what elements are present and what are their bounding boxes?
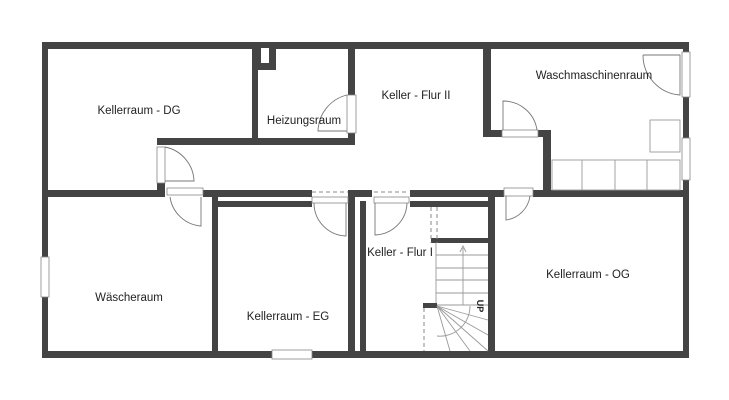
room-label-waescheraum: Wäscheraum [95, 292, 163, 304]
room-label-waschmaschinenraum: Waschmaschinenraum [536, 70, 653, 82]
staircase [423, 207, 489, 352]
door-kellerraum-og [503, 187, 534, 197]
door-outside [642, 54, 681, 96]
door-keller-flur-1 [373, 196, 410, 204]
door-waescheraum [166, 187, 204, 196]
inner-walls [42, 42, 689, 358]
window-waescheraum [40, 256, 50, 298]
appliance [649, 119, 681, 153]
door-heizungsraum [346, 94, 357, 134]
windows [40, 51, 691, 360]
room-label-kellerraum-dg: Kellerraum - DG [97, 105, 180, 117]
window-waschmaschinenraum-top [681, 51, 691, 98]
doors [156, 54, 681, 237]
stair-up-label: UP [475, 300, 485, 313]
room-label-kellerraum-eg: Kellerraum - EG [247, 311, 329, 323]
shelves [551, 119, 681, 191]
door-kellerraum-eg [311, 196, 349, 204]
window-waschmaschinenraum-bottom [681, 137, 691, 181]
door-waschmaschinenraum [501, 129, 539, 138]
room-label-heizungsraum: Heizungsraum [267, 115, 341, 127]
room-label-keller-flur-2: Keller - Flur II [381, 90, 450, 102]
room-label-kellerraum-og: Kellerraum - OG [546, 269, 630, 281]
door-kellerraum-dg [156, 146, 166, 184]
window-kellerraum-eg [271, 349, 313, 360]
room-label-keller-flur-1: Keller - Flur I [367, 247, 433, 259]
